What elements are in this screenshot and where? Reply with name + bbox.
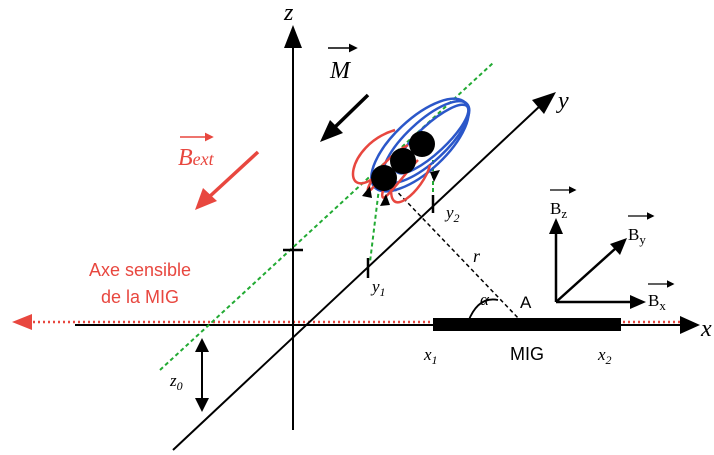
sensor-axis-label-line1: Axe sensible	[89, 260, 191, 280]
dipole-axis-line	[159, 62, 494, 371]
by-label: By	[628, 225, 646, 247]
by-component-arrowhead	[610, 238, 627, 255]
z0-arrowhead-bottom	[195, 398, 209, 412]
field-line-arrow-1	[362, 186, 372, 198]
distance-r-line	[383, 177, 521, 321]
y2-label: y2	[444, 203, 460, 225]
external-field-label: Bext	[178, 145, 215, 171]
z-axis-arrowhead	[284, 25, 302, 48]
angle-alpha-arc	[467, 298, 499, 323]
z0-arrowhead-top	[195, 338, 209, 352]
distance-r-label: r	[473, 246, 481, 266]
mig-sensor-bar	[433, 318, 621, 331]
particle-2	[390, 148, 416, 174]
bx-label: Bx	[648, 291, 666, 313]
y-axis	[172, 104, 542, 451]
sensor-axis-label-line2: de la MIG	[101, 287, 179, 307]
magnetization-label: M	[329, 58, 352, 84]
field-line-arrow-3	[430, 170, 440, 182]
particle-1	[371, 165, 397, 191]
magnetization-arrow	[332, 93, 370, 130]
magnetization-arrowhead	[320, 120, 343, 142]
mig-label: MIG	[510, 344, 544, 364]
point-a-label: A	[520, 293, 532, 312]
x-axis-label: x	[700, 316, 712, 342]
y1-projection	[369, 179, 381, 263]
y1-label: y1	[370, 277, 386, 299]
by-component-arrow	[555, 247, 617, 303]
bz-label: Bz	[550, 199, 567, 221]
bz-component-arrowhead	[549, 218, 563, 234]
external-field-arrowhead	[195, 188, 217, 210]
y-axis-arrowhead	[532, 92, 556, 114]
bx-component-arrowhead	[630, 295, 646, 309]
external-field-arrow	[206, 150, 260, 200]
x2-label: x2	[597, 345, 612, 367]
x1-label: x1	[423, 345, 438, 367]
field-line-arrow-2	[380, 194, 390, 206]
sensor-axis-arrowhead	[12, 314, 32, 330]
z0-label: z0	[169, 371, 183, 393]
z-axis-label: z	[283, 0, 294, 26]
particle-3	[409, 131, 435, 157]
angle-alpha-label: α	[480, 290, 490, 309]
y-axis-label: y	[556, 88, 569, 114]
x-axis-arrowhead	[680, 316, 700, 334]
